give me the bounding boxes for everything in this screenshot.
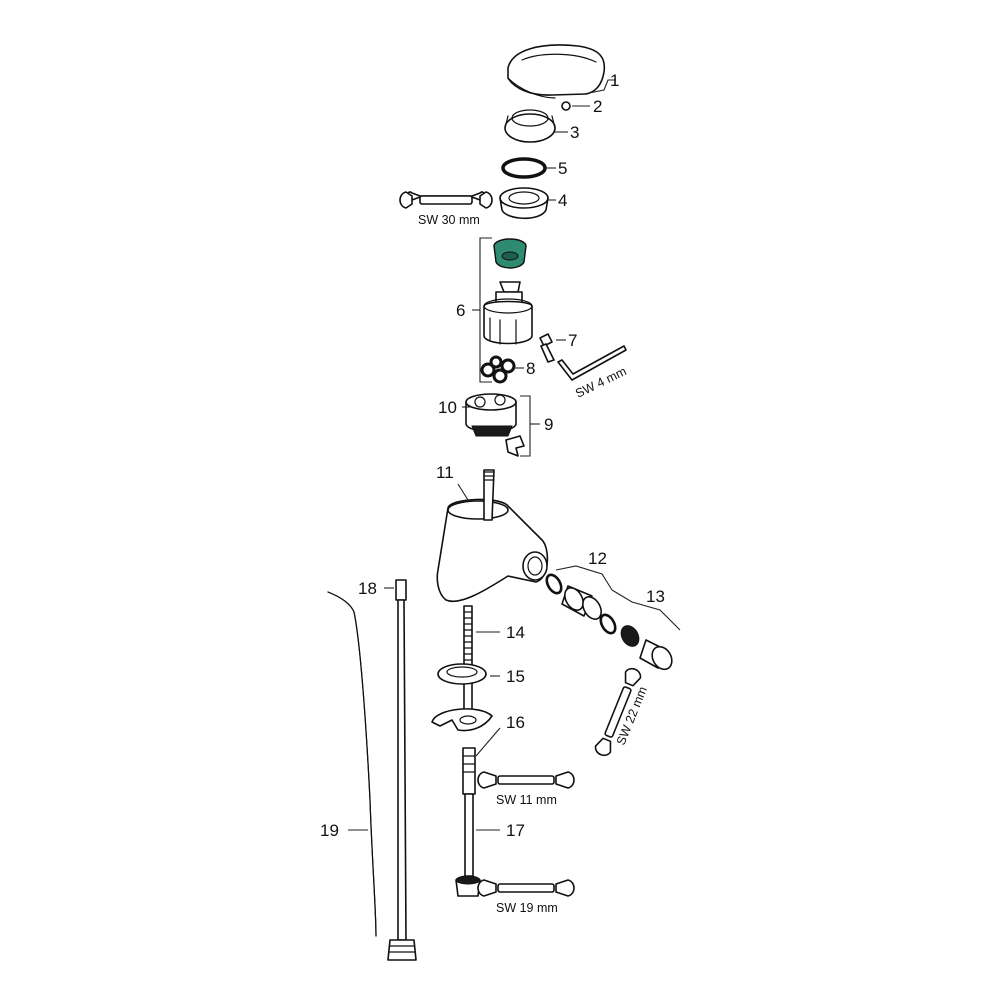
part-2-grub-screw[interactable]: [561, 101, 571, 111]
label-4[interactable]: 4: [558, 191, 567, 210]
label-13[interactable]: 13: [646, 587, 665, 606]
label-19[interactable]: 19: [320, 821, 339, 840]
wrench-label-sw30: SW 30 mm: [418, 213, 480, 227]
label-18[interactable]: 18: [358, 579, 377, 598]
label-16[interactable]: 16: [506, 713, 525, 732]
hex-key-icon: [557, 345, 627, 381]
open-end-wrench-icon: [399, 191, 493, 209]
part-number-labels: 1 2 3 5 4 6 7 8 9 10 11 12 13 14 15 16 1…: [320, 71, 665, 840]
label-2[interactable]: 2: [593, 97, 602, 116]
label-15[interactable]: 15: [506, 667, 525, 686]
open-end-wrench-icon: [477, 879, 575, 897]
part-13-aerator[interactable]: [598, 589, 681, 673]
part-9-diverter-group[interactable]: [465, 393, 531, 457]
label-1[interactable]: 1: [610, 71, 619, 90]
wrench-label-sw11: SW 11 mm: [496, 793, 557, 807]
part-12-aerator-adapter[interactable]: [544, 565, 613, 622]
leader-lines: [348, 79, 616, 831]
label-8[interactable]: 8: [526, 359, 535, 378]
part-7-screw[interactable]: [539, 333, 555, 363]
label-7[interactable]: 7: [568, 331, 577, 350]
part-14-threaded-stud[interactable]: [463, 605, 473, 717]
label-14[interactable]: 14: [506, 623, 525, 642]
part-19-pull-rod[interactable]: [327, 591, 377, 937]
part-11-faucet-body[interactable]: [436, 469, 549, 603]
label-11[interactable]: 11: [436, 463, 454, 482]
label-17[interactable]: 17: [506, 821, 525, 840]
part-18-supply-hose[interactable]: [387, 579, 417, 961]
part-6-cartridge-group[interactable]: [479, 237, 533, 383]
part-16-horseshoe-bracket[interactable]: [431, 708, 493, 732]
label-10[interactable]: 10: [438, 398, 457, 417]
open-end-wrench-icon: [594, 667, 642, 757]
label-9[interactable]: 9: [544, 415, 553, 434]
part-17-mounting-rod[interactable]: [455, 747, 481, 897]
part-5-o-ring[interactable]: [501, 157, 547, 179]
open-end-wrench-icon: [477, 771, 575, 789]
part-15-washer[interactable]: [437, 663, 487, 685]
part-8-cartridge-seals[interactable]: [480, 355, 516, 384]
label-3[interactable]: 3: [570, 123, 579, 142]
part-4-nut[interactable]: [499, 187, 549, 220]
label-5[interactable]: 5: [558, 159, 567, 178]
part-1-lever-handle[interactable]: [507, 44, 606, 99]
wrench-label-sw19: SW 19 mm: [496, 901, 558, 915]
label-12[interactable]: 12: [588, 549, 607, 568]
part-3-cover-cap[interactable]: [504, 109, 556, 143]
label-6[interactable]: 6: [456, 301, 465, 320]
